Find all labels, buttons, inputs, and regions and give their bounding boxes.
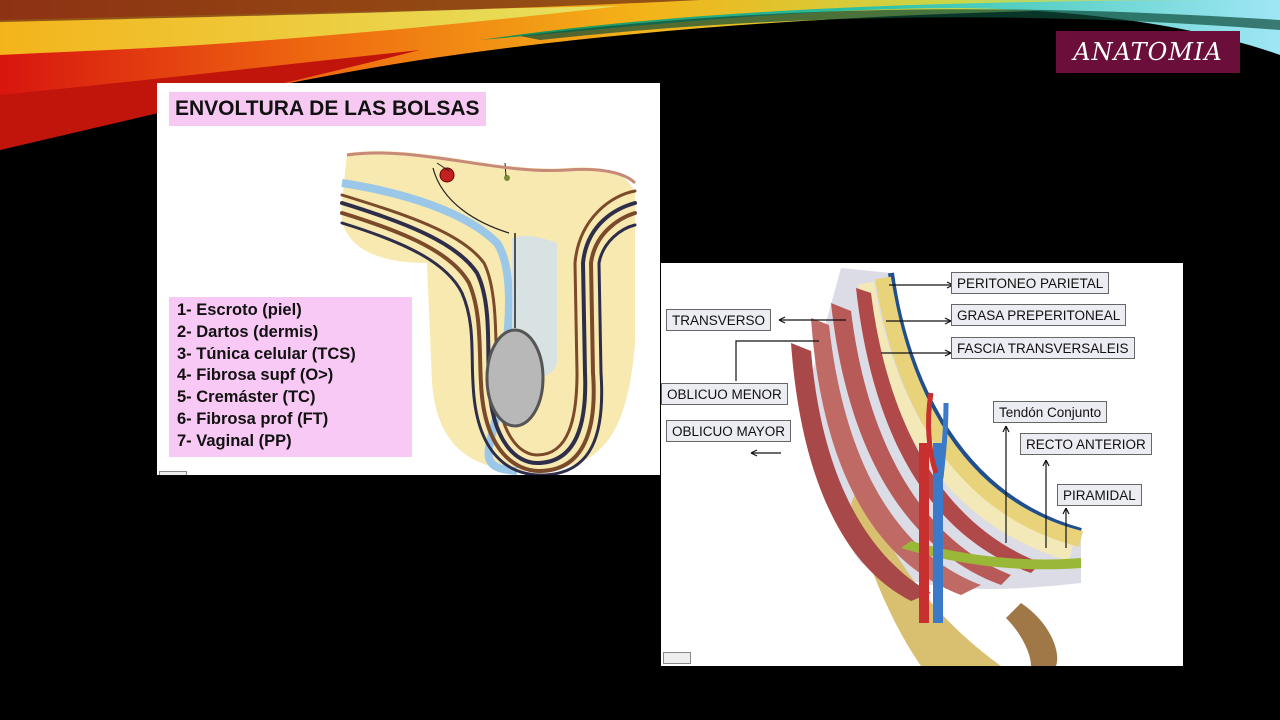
legend-item: 5- Cremáster (TC) <box>177 388 316 407</box>
legend-item: 1- Escroto (piel) <box>177 301 302 319</box>
label-grasa-preperitoneal: GRASA PREPERITONEAL <box>951 304 1127 326</box>
figure-title: ENVOLTURA DE LAS BOLSAS <box>169 92 486 126</box>
legend-item: 4- Fibrosa supf (O>) <box>177 366 334 385</box>
abdominal-wall-figure: PERITONEO PARIETAL GRASA PREPERITONEAL F… <box>661 263 1183 666</box>
label-piramidal: PIRAMIDAL <box>1057 484 1142 506</box>
legend-item: 2- Dartos (dermis) <box>177 322 319 341</box>
layers-legend: 1- Escroto (piel) 2- Dartos (dermis) 3- … <box>169 297 412 457</box>
label-fascia-transversalis: FASCIA TRANSVERSALEIS <box>951 337 1135 359</box>
label-tendon-conjunto: Tendón Conjunto <box>993 401 1108 423</box>
label-transverso: TRANSVERSO <box>666 309 772 331</box>
legend-item: 7- Vaginal (PP) <box>177 431 292 450</box>
label-oblicuo-mayor: OBLICUO MAYOR <box>666 420 792 442</box>
legend-item: 6- Fibrosa prof (FT) <box>177 409 329 428</box>
scrotum-layers-illustration <box>340 150 637 475</box>
legend-item: 3- Túnica celular (TCS) <box>177 344 356 363</box>
image-corner-icon <box>663 652 691 664</box>
label-peritoneo-parietal: PERITONEO PARIETAL <box>951 272 1110 294</box>
abdominal-wall-illustration <box>735 268 1083 666</box>
label-recto-anterior: RECTO ANTERIOR <box>1020 433 1152 455</box>
label-oblicuo-menor: OBLICUO MENOR <box>661 383 788 405</box>
section-title-badge: ANATOMIA <box>1056 31 1240 73</box>
scrotum-layers-figure: ENVOLTURA DE LAS BOLSAS 1- Escroto (piel… <box>157 83 660 475</box>
image-corner-icon <box>159 471 187 475</box>
